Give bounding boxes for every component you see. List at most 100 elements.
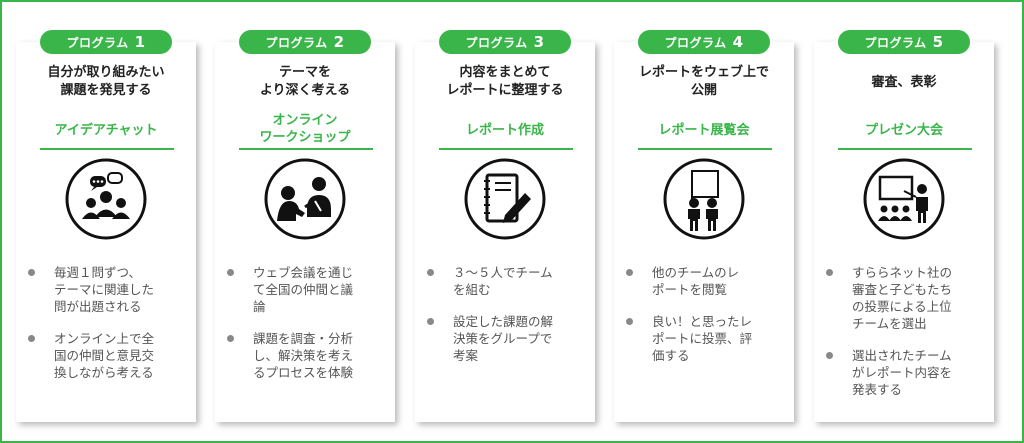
bullet-line: 決策をグループで [453, 331, 553, 346]
bullet-line: テーマに関連した [54, 282, 155, 297]
notebook-pen-icon [464, 158, 546, 240]
badge-label: プログラム [66, 35, 129, 50]
program-title-2: テーマを より深く考える [215, 64, 395, 100]
badge-label: プログラム [664, 35, 727, 50]
exhibition-icon [663, 158, 745, 240]
bullet-line: 設定した課題の解 [453, 314, 554, 329]
bullet-line: ポートに投票、評 [652, 331, 753, 346]
program-badge-4: プログラム 4 [638, 30, 770, 54]
divider [638, 148, 772, 150]
title-line: 内容をまとめて [459, 65, 551, 80]
bullet-line: 審査と子どもたち [852, 282, 953, 297]
divider [439, 148, 573, 150]
bullet-item: 設定した課題の解 決策をグループで 考案 [425, 313, 575, 364]
program-bullets-3: ３～５人でチーム を組む 設定した課題の解 決策をグループで 考案 [425, 264, 575, 379]
subtitle-line: プレゼン大会 [864, 123, 943, 138]
bullet-item: 選出されたチーム がレポート内容を 発表する [824, 347, 974, 398]
badge-number: 2 [333, 33, 345, 51]
subtitle-line: レポート展覧会 [658, 123, 750, 138]
divider [838, 148, 972, 150]
bullet-line: オンライン上で全 [54, 331, 155, 346]
bullet-line: がレポート内容を [852, 365, 953, 380]
bullet-item: 課題を調査・分析 し、解決策を考え るプロセスを体験 [225, 330, 375, 381]
presentation-icon [863, 158, 945, 240]
bullet-line: 問が出題される [54, 299, 142, 314]
program-title-4: レポートをウェブ上で 公開 [614, 64, 794, 100]
divider [239, 148, 373, 150]
badge-number: 5 [932, 33, 944, 51]
bullet-line: 発表する [852, 382, 903, 397]
program-title-1: 自分が取り組みたい 課題を発見する [16, 64, 196, 100]
program-bullets-4: 他のチームのレ ポートを閲覧 良い！と思ったレ ポートに投票、評 価する [624, 264, 774, 379]
bullet-line: 国の仲間と意見交 [54, 348, 155, 363]
program-bullets-1: 毎週１問ずつ、 テーマに関連した 問が出題される オンライン上で全 国の仲間と意… [26, 264, 176, 396]
program-card-4 [614, 42, 794, 422]
bullet-item: ３～５人でチーム を組む [425, 264, 575, 298]
program-badge-3: プログラム 3 [439, 30, 571, 54]
subtitle-line: ワークショップ [259, 130, 351, 145]
program-bullets-2: ウェブ会議を通じ て全国の仲間と議 論 課題を調査・分析 し、解決策を考え るプ… [225, 264, 375, 396]
title-line: レポートをウェブ上で [638, 65, 769, 80]
bullet-line: 価する [652, 348, 690, 363]
subtitle-line: レポート作成 [465, 123, 544, 138]
bullet-line: 選出されたチーム [852, 348, 952, 363]
program-badge-2: プログラム 2 [239, 30, 371, 54]
badge-number: 4 [732, 33, 744, 51]
bullet-line: を組む [453, 282, 491, 297]
program-bullets-5: すららネット社の 審査と子どもたち の投票による上位 チームを選出 選出されたチ… [824, 264, 974, 413]
badge-number: 1 [134, 33, 146, 51]
program-subtitle-4: レポート展覧会 [614, 122, 794, 139]
badge-label: プログラム [864, 35, 927, 50]
bullet-line: 論 [253, 299, 266, 314]
bullet-line: 毎週１問ずつ、 [54, 265, 142, 280]
program-badge-1: プログラム 1 [40, 30, 172, 54]
bullet-line: 他のチームのレ [652, 265, 740, 280]
title-line: 課題を発見する [60, 83, 152, 98]
title-line: より深く考える [259, 83, 351, 98]
bullet-line: て全国の仲間と議 [253, 282, 354, 297]
bullet-line: 考案 [453, 348, 479, 363]
badge-label: プログラム [465, 35, 528, 50]
program-card-1 [16, 42, 196, 422]
bullet-line: チームを選出 [852, 316, 927, 331]
program-subtitle-2: オンライン ワークショップ [215, 112, 395, 146]
title-line: レポートに整理する [446, 83, 564, 98]
bullet-item: オンライン上で全 国の仲間と意見交 換しながら考える [26, 330, 176, 381]
title-line: 公開 [690, 83, 717, 98]
bullet-item: ウェブ会議を通じ て全国の仲間と議 論 [225, 264, 375, 315]
program-badge-5: プログラム 5 [838, 30, 970, 54]
bullet-line: し、解決策を考え [253, 348, 354, 363]
bullet-line: ３～５人でチーム [453, 265, 553, 280]
badge-label: プログラム [265, 35, 328, 50]
program-title-3: 内容をまとめて レポートに整理する [415, 64, 595, 100]
program-card-2 [215, 42, 395, 422]
badge-number: 3 [533, 33, 545, 51]
chat-group-icon [65, 158, 147, 240]
bullet-line: 良い！と思ったレ [652, 314, 753, 329]
title-line: 審査、表彰 [871, 75, 937, 90]
divider [40, 148, 174, 150]
title-line: 自分が取り組みたい [47, 65, 165, 80]
program-card-5 [814, 42, 994, 422]
title-line: テーマを [278, 65, 331, 80]
bullet-line: 換しながら考える [54, 365, 154, 380]
bullet-item: 良い！と思ったレ ポートに投票、評 価する [624, 313, 774, 364]
bullet-line: ウェブ会議を通じ [253, 265, 354, 280]
bullet-line: るプロセスを体験 [253, 365, 354, 380]
bullet-item: すららネット社の 審査と子どもたち の投票による上位 チームを選出 [824, 264, 974, 332]
bullet-line: の投票による上位 [852, 299, 952, 314]
bullet-item: 毎週１問ずつ、 テーマに関連した 問が出題される [26, 264, 176, 315]
program-subtitle-3: レポート作成 [415, 122, 595, 139]
subtitle-line: アイデアチャット [54, 123, 158, 138]
bullet-item: 他のチームのレ ポートを閲覧 [624, 264, 774, 298]
program-subtitle-5: プレゼン大会 [814, 122, 994, 139]
program-title-5: 審査、表彰 [814, 74, 994, 92]
program-subtitle-1: アイデアチャット [16, 122, 196, 139]
bullet-line: ポートを閲覧 [652, 282, 728, 297]
bullet-line: 課題を調査・分析 [253, 331, 354, 346]
program-card-3 [415, 42, 595, 422]
subtitle-line: オンライン [272, 113, 338, 128]
bullet-line: すららネット社の [852, 265, 953, 280]
workshop-icon [264, 158, 346, 240]
